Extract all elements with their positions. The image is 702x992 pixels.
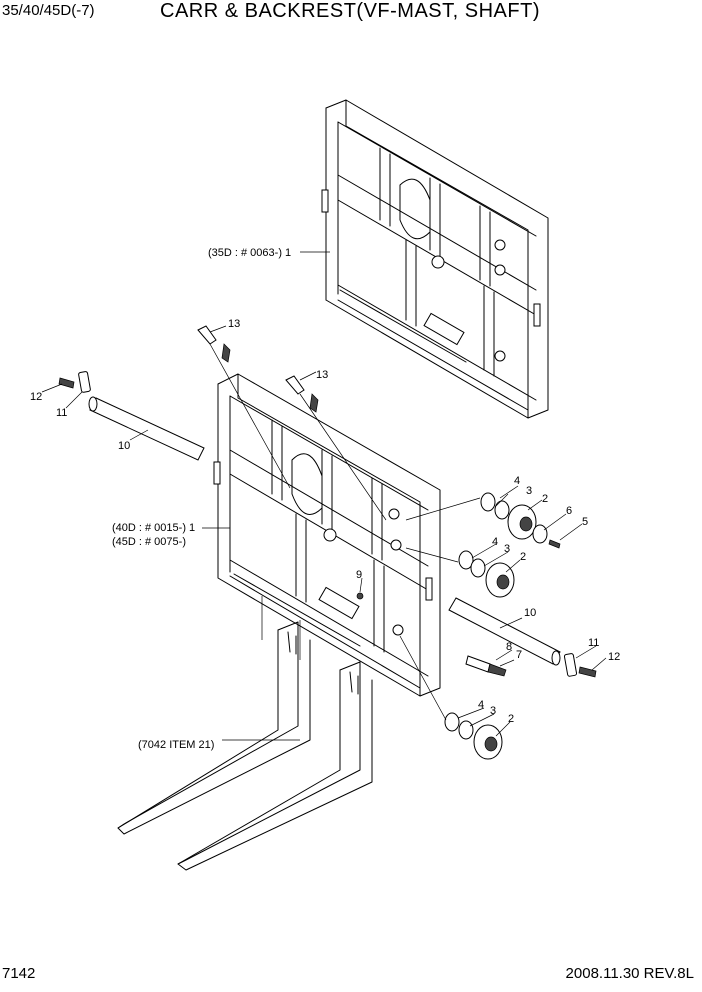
callout-labels: (35D : # 0063-) 1 (40D : # 0015-) 1 (45D… — [30, 247, 620, 751]
label-carriage-45d: (45D : # 0075-) — [112, 536, 186, 548]
label-backrest-35d: (35D : # 0063-) 1 — [208, 247, 291, 259]
backrest-drawing — [321, 99, 549, 419]
rollers-drawing — [356, 492, 561, 760]
callout-3: 3 — [504, 543, 510, 555]
leader-lines — [41, 251, 607, 741]
callout-3: 3 — [526, 485, 532, 497]
callout-5: 5 — [582, 516, 588, 528]
label-fork-ref: (7042 ITEM 21) — [138, 739, 214, 751]
callout-2: 2 — [508, 713, 514, 725]
callout-12: 12 — [30, 391, 42, 403]
page-title: CARR & BACKREST(VF-MAST, SHAFT) — [160, 0, 540, 22]
page-number: 7142 — [2, 965, 36, 982]
callout-13: 13 — [316, 369, 328, 381]
callout-4: 4 — [514, 475, 520, 487]
callout-12: 12 — [608, 651, 620, 663]
callout-10: 10 — [118, 440, 130, 452]
callout-6: 6 — [566, 505, 572, 517]
callout-4: 4 — [478, 699, 484, 711]
callout-13: 13 — [228, 318, 240, 330]
callout-8: 8 — [506, 641, 512, 653]
label-carriage-40d: (40D : # 0015-) 1 — [112, 522, 195, 534]
callout-2: 2 — [520, 551, 526, 563]
callout-11: 11 — [56, 407, 67, 419]
carriage-drawing — [213, 373, 441, 697]
callout-11: 11 — [588, 637, 599, 649]
callout-3: 3 — [490, 705, 496, 717]
model-code: 35/40/45D(-7) — [2, 2, 95, 19]
callout-2: 2 — [542, 493, 548, 505]
callout-9: 9 — [356, 569, 362, 581]
shafts-drawing — [88, 396, 561, 666]
hardware-drawing — [58, 325, 597, 678]
callout-4: 4 — [492, 536, 498, 548]
forks-drawing — [117, 621, 373, 871]
revision-date: 2008.11.30 REV.8L — [565, 965, 694, 982]
callout-7: 7 — [516, 649, 522, 661]
callout-10: 10 — [524, 607, 536, 619]
